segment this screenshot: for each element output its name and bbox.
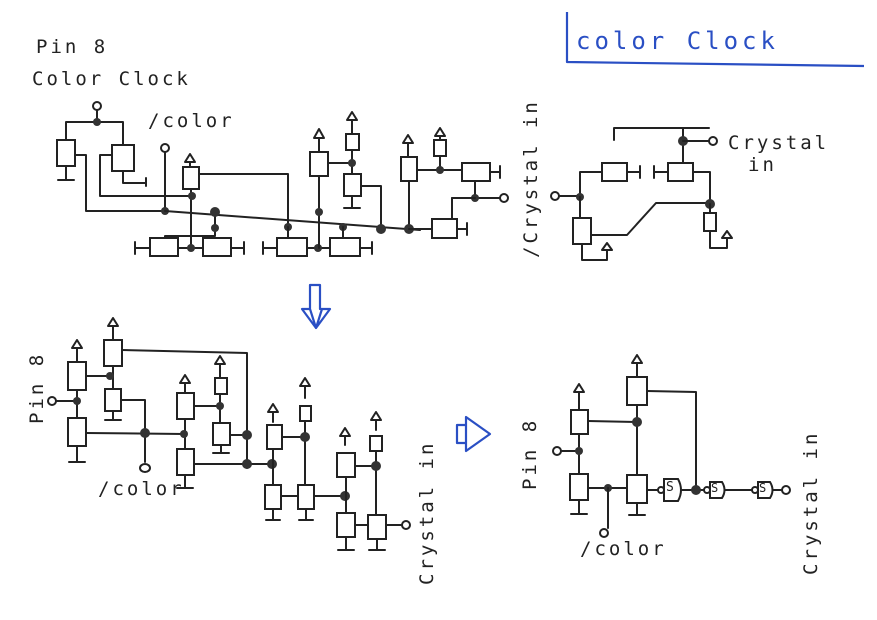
pin8-label: Pin 8 <box>36 36 109 58</box>
schmitt-symbol: S <box>711 481 719 495</box>
resistor <box>369 435 383 452</box>
transistor-switch <box>570 409 589 435</box>
transistor-switch <box>176 448 195 476</box>
color-terminal <box>160 143 170 153</box>
transistor-switch <box>572 217 592 245</box>
transistor-switch <box>329 237 361 257</box>
schmitt-inverter <box>757 481 774 499</box>
transistor-switch <box>297 484 315 510</box>
schmitt-symbol: S <box>666 480 674 495</box>
pin8-label: Pin 8 <box>26 351 48 424</box>
crystal-terminal <box>550 191 560 201</box>
transistor-switch <box>309 151 329 177</box>
resistor <box>299 405 312 422</box>
transistor-switch <box>336 512 356 538</box>
crystal-out-terminal <box>499 193 509 203</box>
transistor-switch <box>103 339 123 367</box>
arrow-down <box>300 283 332 330</box>
transistor-switch <box>400 156 418 182</box>
pin8-terminal <box>552 446 562 456</box>
crystal-in-label: in <box>748 154 777 176</box>
resistor <box>703 212 717 232</box>
transistor-switch <box>182 166 200 190</box>
crystal-label: Crystal <box>728 132 830 154</box>
transistor-switch <box>626 376 648 406</box>
transistor-switch <box>431 218 458 239</box>
top-left-circuit <box>56 101 421 257</box>
resistor <box>345 133 360 151</box>
color-input-label: /color <box>98 478 185 500</box>
transistor-switch <box>667 162 694 182</box>
transistor-switch <box>264 484 282 510</box>
pin8-terminal <box>92 101 102 111</box>
transistor-switch <box>569 473 589 501</box>
top-right-circuit <box>550 127 733 261</box>
transistor-switch <box>626 474 648 504</box>
color-terminal <box>139 463 151 473</box>
transistor-switch <box>176 392 195 420</box>
resistor <box>433 139 447 157</box>
crystal-in-label: Crystal in <box>800 430 822 575</box>
transistor-switch <box>601 162 628 182</box>
transistor-switch <box>111 144 135 172</box>
transistor-switch <box>343 173 362 197</box>
transistor-switch <box>266 424 283 450</box>
title-bracket <box>565 12 865 68</box>
color-input-label: /color <box>580 538 667 560</box>
crystal-in-terminal <box>781 485 791 495</box>
arrow-right <box>455 415 492 453</box>
crystal-in-terminal <box>708 136 718 146</box>
color-input-label: /color <box>148 110 235 132</box>
resistor <box>214 377 228 395</box>
page-title: color Clock <box>576 27 779 55</box>
transistor-switch <box>67 417 87 447</box>
transistor-switch <box>56 139 76 167</box>
pin8-terminal <box>47 396 57 406</box>
transistor-switch <box>461 162 491 182</box>
crystal-inverted-label: /Crystal in <box>520 99 542 258</box>
bottom-middle-circuit <box>264 377 411 551</box>
transistor-switch <box>149 237 179 257</box>
top-middle-circuit <box>262 111 509 257</box>
transistor-switch <box>202 237 232 257</box>
schmitt-inverter <box>709 481 726 499</box>
transistor-switch <box>367 514 387 540</box>
transistor-switch <box>336 452 356 478</box>
transistor-switch <box>104 388 122 412</box>
crystal-in-label: Crystal in <box>416 440 438 585</box>
color-terminal <box>599 528 609 538</box>
transistor-switch <box>67 361 87 391</box>
transistor-switch <box>276 237 308 257</box>
crystal-in-terminal <box>401 520 411 530</box>
bottom-left-circuit <box>47 317 277 489</box>
color-clock-label: Color Clock <box>32 68 191 90</box>
schmitt-symbol: S <box>759 481 767 495</box>
bottom-right-circuit <box>552 354 791 538</box>
pin8-label: Pin 8 <box>519 417 541 490</box>
transistor-switch <box>212 422 231 446</box>
schmitt-inverter <box>663 478 682 502</box>
